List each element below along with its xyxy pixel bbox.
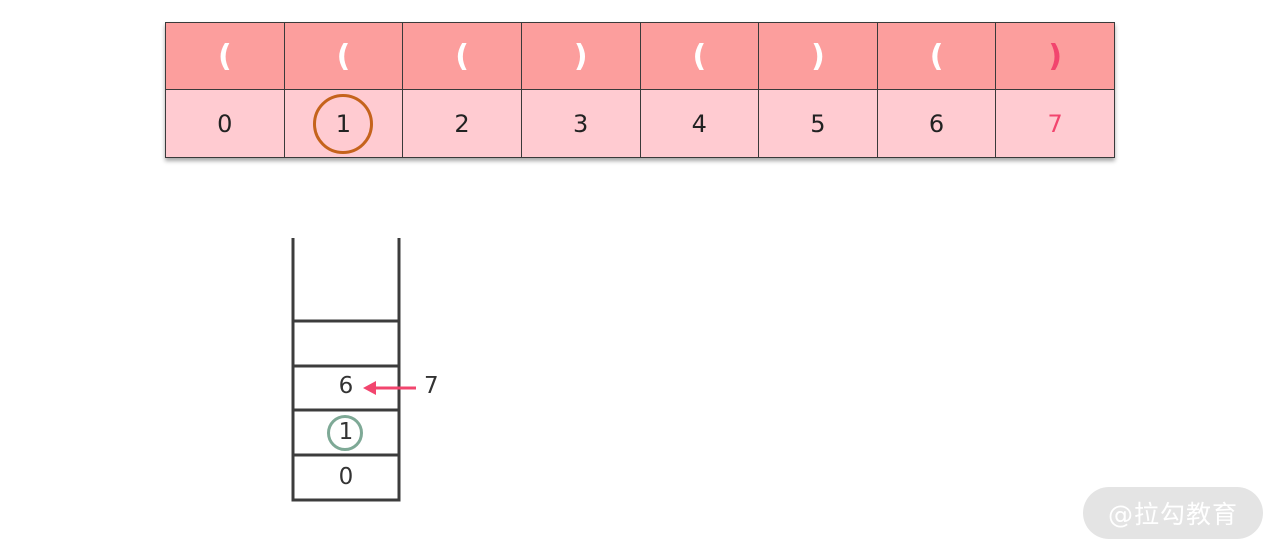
bracket-cell-current: )	[996, 22, 1115, 90]
index-cell: 2	[403, 90, 522, 158]
bracket-cell: (	[877, 22, 997, 90]
watermark-badge: @拉勾教育	[1083, 487, 1263, 539]
index-cell: 3	[521, 90, 641, 158]
index-number: 6	[928, 109, 945, 138]
stack-item-bottom: 0	[338, 464, 354, 490]
index-number: 5	[810, 109, 826, 138]
bracket-cell: (	[284, 22, 404, 90]
bracket-cell: )	[521, 22, 641, 90]
index-number: 3	[573, 109, 589, 138]
stack-item-top: 6	[338, 373, 354, 399]
bracket-cell: )	[759, 22, 878, 90]
bracket-char: )	[1048, 38, 1063, 74]
index-cell: 5	[759, 90, 878, 158]
orange-circle-marker	[313, 93, 374, 154]
index-cell-current: 7	[996, 90, 1115, 158]
index-number: 2	[454, 109, 470, 138]
bracket-char: (	[929, 38, 944, 74]
bracket-cell: (	[640, 22, 760, 90]
bracket-char: (	[455, 38, 469, 74]
index-cell: 0	[165, 90, 285, 158]
bracket-char: (	[336, 38, 351, 74]
bracket-char: )	[573, 38, 588, 74]
green-circle-marker	[327, 415, 363, 451]
index-cell: 1	[284, 90, 404, 158]
stack-item: 1	[338, 419, 354, 445]
incoming-index: 7	[424, 373, 439, 399]
bracket-char: (	[692, 38, 707, 74]
bracket-table: ( ( ( ) ( ) ( ) 0 1 2 3 4 5 6 7	[165, 22, 1115, 158]
bracket-row: ( ( ( ) ( ) ( )	[165, 22, 1115, 90]
index-cell: 6	[877, 90, 997, 158]
index-row: 0 1 2 3 4 5 6 7	[165, 90, 1115, 158]
index-number: 0	[217, 109, 233, 138]
bracket-cell: (	[403, 22, 522, 90]
bracket-char: )	[811, 38, 825, 74]
bracket-char: (	[217, 38, 232, 74]
index-cell: 4	[640, 90, 760, 158]
bracket-cell: (	[165, 22, 285, 90]
index-number: 7	[1047, 109, 1063, 138]
arrow-left-icon	[363, 381, 416, 395]
index-number: 4	[691, 109, 707, 138]
